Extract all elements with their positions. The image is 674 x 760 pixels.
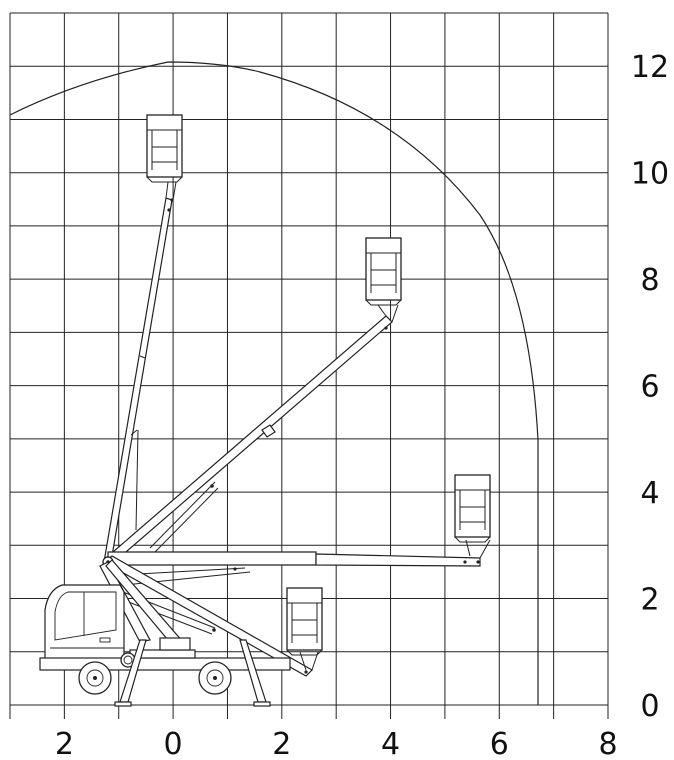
bucket-diagonal	[365, 237, 402, 306]
y-tick-label: 6	[640, 370, 659, 405]
x-tick-label: 8	[598, 727, 617, 760]
x-tick-label: 4	[381, 727, 400, 760]
x-axis-labels: 2 0 2 4 6 8	[55, 727, 618, 760]
working-envelope-curve	[9, 61, 539, 705]
bucket-lowered	[286, 587, 323, 656]
boom-horizontal	[107, 539, 491, 586]
y-tick-label: 2	[640, 583, 659, 618]
y-tick-label: 12	[631, 50, 669, 85]
boom-vertical	[103, 181, 177, 563]
y-tick-label: 4	[640, 476, 659, 511]
y-tick-label: 10	[631, 157, 669, 192]
x-tick-label: 2	[272, 727, 291, 760]
x-tick-label: 6	[490, 727, 509, 760]
y-tick-label: 8	[640, 263, 659, 298]
bucket-vertical	[146, 114, 183, 183]
truck	[39, 584, 291, 707]
boom-diagonal	[105, 304, 399, 565]
x-tick-label: 2	[55, 727, 74, 760]
x-tick-label: 0	[164, 727, 183, 760]
grid	[9, 12, 609, 719]
y-axis-labels: 12 10 8 6 4 2 0	[631, 50, 669, 724]
y-tick-label: 0	[640, 689, 659, 724]
bucket-horizontal	[454, 474, 491, 543]
